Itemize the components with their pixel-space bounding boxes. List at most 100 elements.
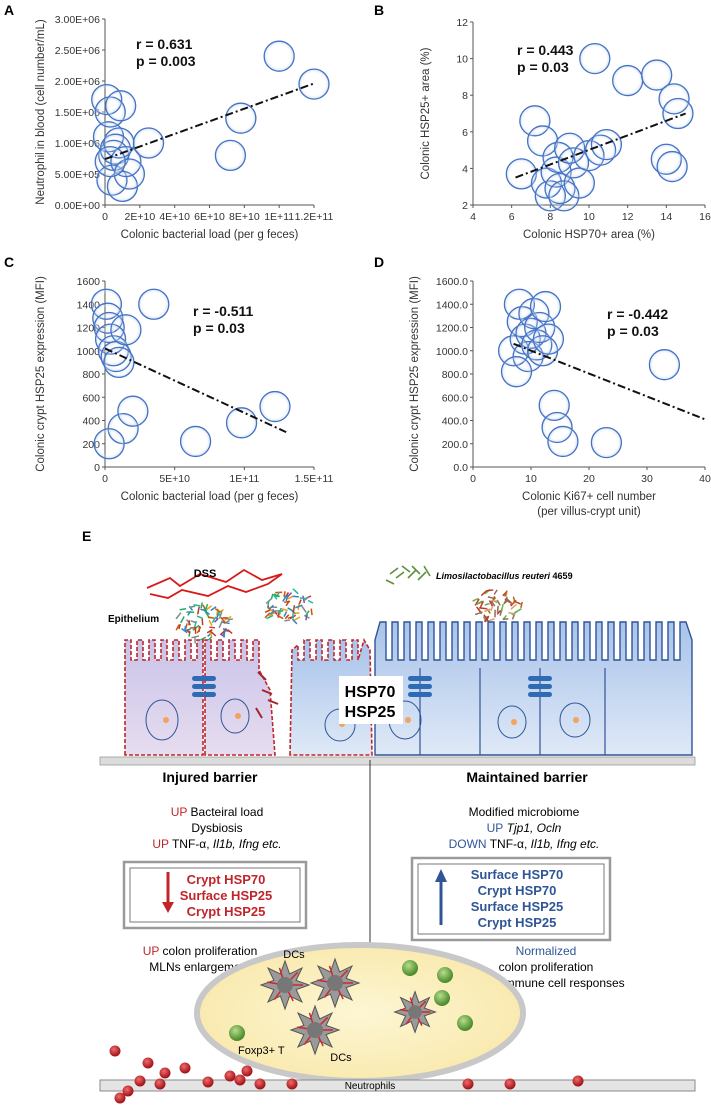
bacterium bbox=[181, 616, 184, 622]
x-tick-label: 8E+10 bbox=[229, 211, 260, 223]
trend-line bbox=[105, 83, 314, 159]
bacterium bbox=[521, 602, 522, 608]
x-tick-label: 0 bbox=[102, 211, 108, 223]
neutrophils-label: Neutrophils bbox=[345, 1081, 396, 1092]
bacterium bbox=[308, 601, 313, 604]
bacterium bbox=[176, 613, 181, 619]
x-tick-label: 20 bbox=[583, 473, 595, 485]
data-point bbox=[181, 426, 211, 456]
data-point bbox=[591, 130, 621, 160]
data-point bbox=[580, 44, 610, 74]
dcs-label-top: DCs bbox=[283, 949, 305, 961]
neutrophil bbox=[235, 1075, 246, 1086]
y-tick-label: 4 bbox=[462, 163, 468, 175]
bacterium bbox=[501, 604, 503, 611]
bacterium bbox=[284, 591, 285, 597]
y-tick-label: 1400.0 bbox=[436, 299, 468, 311]
dc-nucleus bbox=[327, 975, 343, 991]
data-point bbox=[531, 292, 561, 322]
neutrophil bbox=[463, 1079, 474, 1090]
neutrophil bbox=[135, 1076, 146, 1087]
right-effect-2: UP Tjp1, Ocln bbox=[487, 821, 562, 835]
y-tick-label: 1.50E+06 bbox=[55, 107, 100, 119]
x-tick-label: 5E+10 bbox=[159, 473, 190, 485]
dss-label: DSS bbox=[194, 568, 217, 580]
maintained-barrier-label: Maintained barrier bbox=[466, 769, 588, 785]
data-point bbox=[663, 99, 693, 129]
data-point bbox=[613, 66, 643, 96]
left-bottom-1: UP colon proliferation bbox=[143, 944, 258, 958]
x-tick-label: 4 bbox=[470, 211, 476, 223]
data-point bbox=[104, 347, 134, 377]
dc-nucleus bbox=[307, 1022, 323, 1038]
bacterium bbox=[513, 597, 514, 602]
bacterium bbox=[486, 590, 493, 591]
bacterium bbox=[515, 609, 522, 613]
right-bottom-2: colon proliferation bbox=[499, 960, 594, 974]
y-tick-label: 400 bbox=[82, 416, 100, 428]
t-cell bbox=[229, 1025, 245, 1041]
data-point bbox=[118, 396, 148, 426]
panel-label-a: A bbox=[4, 2, 14, 18]
y-tick-label: 2.50E+06 bbox=[55, 45, 100, 57]
epithelium-label: Epithelium bbox=[108, 614, 159, 625]
bacterium bbox=[302, 606, 306, 612]
data-point bbox=[226, 103, 256, 133]
neutrophil bbox=[225, 1071, 236, 1082]
y-tick-label: 3.00E+06 bbox=[55, 14, 100, 26]
bacterium bbox=[202, 618, 203, 625]
data-point bbox=[215, 140, 245, 170]
t-cell bbox=[402, 960, 418, 976]
left-effect-3: UP TNF-α, Il1b, Ifng etc. bbox=[152, 837, 281, 851]
x-tick-label: 6 bbox=[509, 211, 515, 223]
lymph-node bbox=[197, 945, 523, 1081]
bacterium bbox=[293, 605, 294, 613]
left-box-line-2: Surface HSP25 bbox=[180, 888, 273, 903]
y-tick-label: 1200.0 bbox=[436, 323, 468, 335]
bacteria-cluster-icon bbox=[386, 566, 430, 584]
x-axis-label-2: (per villus-crypt unit) bbox=[537, 506, 641, 518]
bacterium bbox=[211, 607, 216, 611]
right-effect-1: Modified microbiome bbox=[469, 805, 580, 819]
x-tick-label: 14 bbox=[660, 211, 672, 223]
data-point bbox=[264, 41, 294, 71]
x-tick-label: 0 bbox=[102, 473, 108, 485]
correlation-annotation: p = 0.03 bbox=[193, 320, 245, 336]
left-box-line-1: Crypt HSP70 bbox=[187, 872, 266, 887]
bacterium bbox=[293, 589, 298, 594]
data-point bbox=[533, 324, 563, 354]
maintained-epithelium bbox=[375, 622, 692, 755]
blood-vessel bbox=[100, 1080, 695, 1091]
x-tick-label: 1E+11 bbox=[229, 473, 259, 485]
correlation-annotation: r = 0.631 bbox=[136, 36, 193, 52]
bacterium bbox=[300, 598, 306, 599]
data-point bbox=[134, 128, 164, 158]
y-tick-label: 1000 bbox=[77, 346, 101, 358]
neutrophil bbox=[505, 1079, 516, 1090]
neutrophil bbox=[110, 1046, 121, 1057]
y-tick-label: 1000.0 bbox=[436, 346, 468, 358]
x-tick-label: 0 bbox=[470, 473, 476, 485]
y-axis-label: Neutrophil in blood (cell number/mL) bbox=[35, 19, 47, 205]
x-axis-label: Colonic HSP70+ area (%) bbox=[523, 229, 655, 241]
bacterium bbox=[228, 619, 233, 620]
x-tick-label: 40 bbox=[699, 473, 711, 485]
schematic-e: DSS Limosilactobacillus reuteri 4659 Epi… bbox=[100, 566, 695, 1104]
y-tick-label: 5.00E+05 bbox=[55, 169, 100, 181]
bacterium bbox=[191, 636, 199, 638]
neutrophil bbox=[180, 1063, 191, 1074]
bacterium bbox=[193, 605, 200, 606]
y-tick-label: 0 bbox=[94, 462, 100, 474]
bacterium bbox=[485, 604, 490, 605]
bacterium bbox=[284, 620, 289, 621]
y-tick-label: 0.0 bbox=[453, 462, 468, 474]
foxp3-label: Foxp3+ T bbox=[238, 1045, 285, 1057]
injured-barrier-label: Injured barrier bbox=[163, 769, 258, 785]
hsp25-label: HSP25 bbox=[345, 704, 396, 721]
bacterium bbox=[293, 596, 299, 597]
y-tick-label: 800 bbox=[82, 369, 100, 381]
bacterium bbox=[209, 620, 212, 625]
correlation-annotation: r = -0.442 bbox=[607, 306, 668, 322]
